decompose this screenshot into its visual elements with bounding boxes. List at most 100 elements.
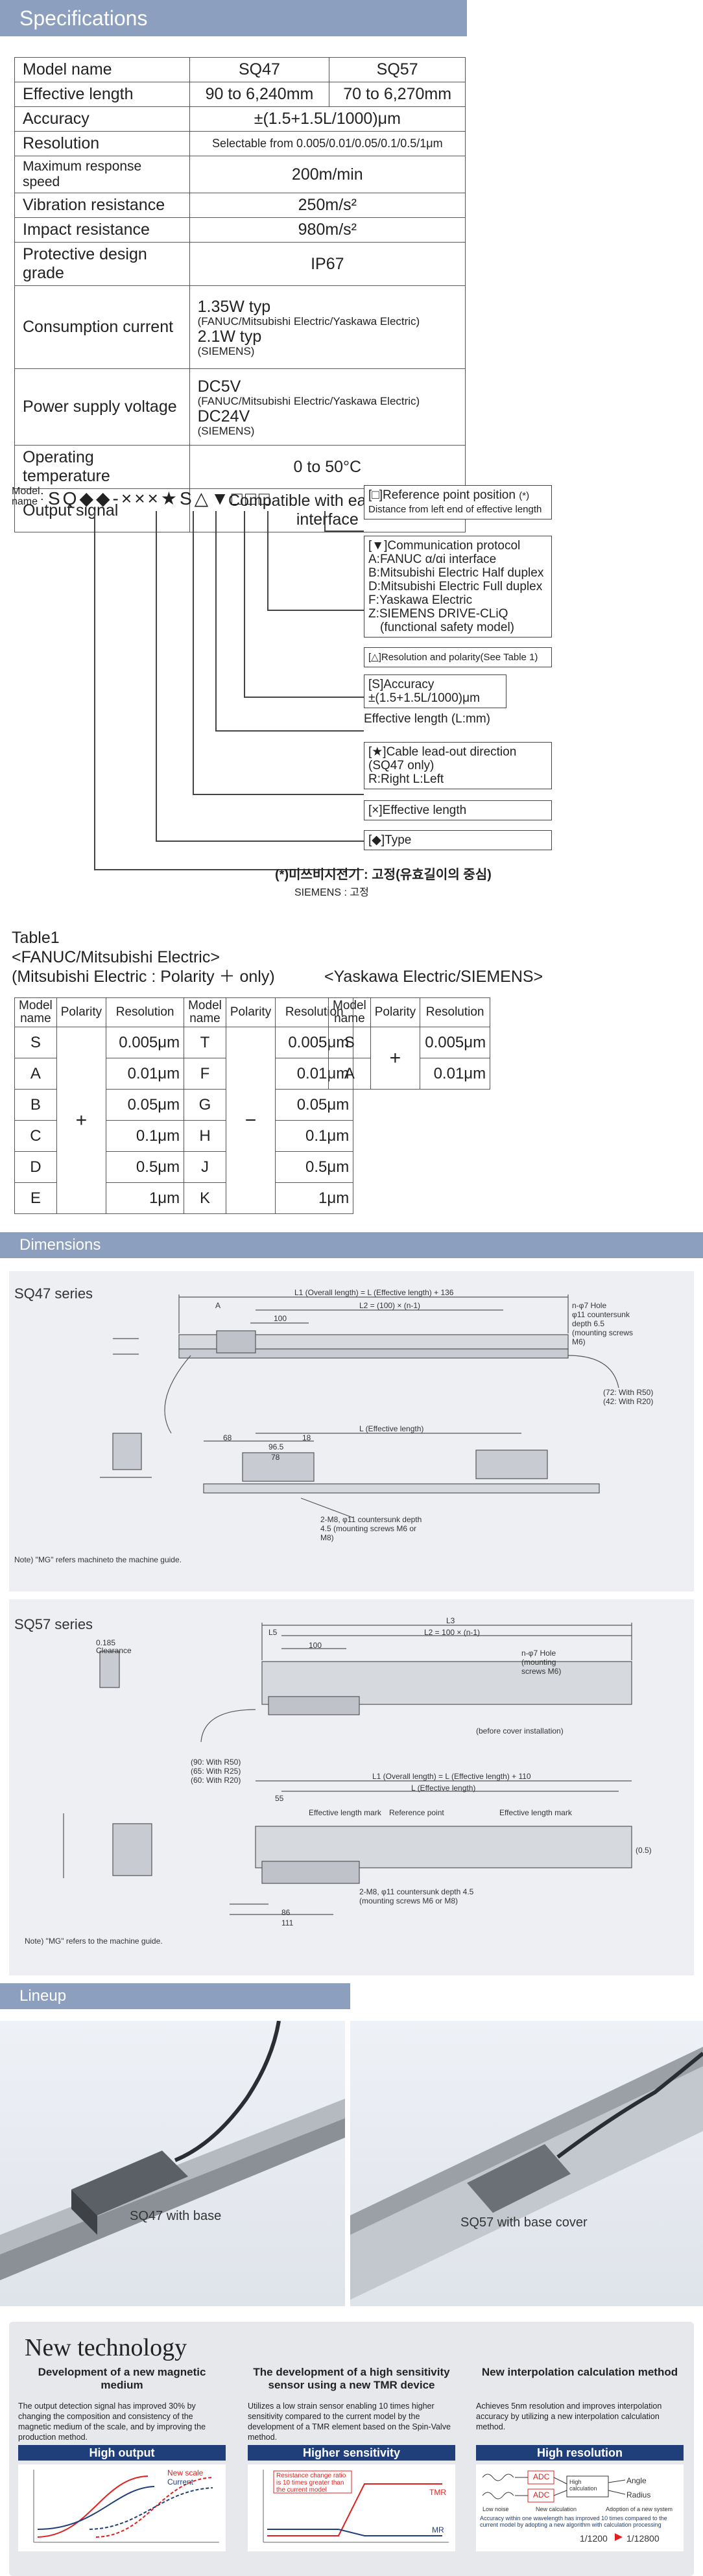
sensitivity-graph-art (263, 2470, 449, 2543)
dim-text: L2 = 100 × (n-1) (424, 1628, 481, 1637)
dim-text: (mounting (521, 1658, 556, 1667)
protocol-item: A:FANUC α/αi interface (368, 553, 497, 566)
table1-subtitle: (Mitsubishi Electric : Polarity ＋ only) (12, 968, 275, 986)
dim-text: L (Effective length) (411, 1783, 476, 1793)
sq47-photo: SQ47 with base (0, 2021, 345, 2306)
table-row: Accuracy±(1.5+1.5L/1000)μm (14, 106, 466, 132)
output-graph: New scale Current (18, 2464, 226, 2551)
tech-text: Achieves 5nm resolution and improves int… (476, 2402, 662, 2431)
table-cell: A (328, 1058, 371, 1090)
adoption-label: Adoption of a new system (606, 2506, 673, 2512)
korean-siemens-note: SIEMENS : 고정 (294, 887, 369, 898)
effective-length-label: [×]Effective length (368, 804, 467, 817)
polarity-minus: − (225, 1027, 276, 1214)
spec-value: Selectable from 0.005/0.01/0.05/0.1/0.5/… (189, 131, 466, 156)
sq57-caption: SQ57 with base cover (460, 2215, 588, 2230)
low-noise-label: Low noise (483, 2506, 509, 2512)
tech-bar: Higher sensitivity (248, 2445, 455, 2461)
reference-point-title: [□]Reference point position (368, 488, 516, 502)
accuracy-box: [S]Accuracy±(1.5+1.5L/1000)μm (364, 674, 506, 708)
dim-text: 96.5 (268, 1442, 284, 1451)
dim-text: L3 (446, 1616, 455, 1625)
spec-label: Maximum response speed (14, 156, 190, 193)
sq47-drawing: SQ47 series L1 (Overall length) = L (Eff… (9, 1271, 694, 1592)
table-row: S+0.005μm (328, 1027, 491, 1090)
table-cell: 0.5μm (106, 1151, 185, 1183)
legend-new: New scale (167, 2468, 204, 2477)
table-cell: 0.05μm (106, 1089, 185, 1121)
dim-text: Effective length mark (309, 1808, 381, 1817)
consumption-siemens: 2.1W typ (197, 327, 262, 346)
dim-text: n-φ7 Hole (521, 1649, 556, 1658)
accuracy-title: [S]Accuracy (368, 678, 435, 691)
tech-title: Development of a new magnetic medium (38, 2366, 206, 2391)
interpolation-diagram: ADC ADC High calculation Angle Radius Lo… (476, 2464, 684, 2551)
dim-text: (72: With R50) (603, 1388, 654, 1397)
angle-label: Angle (626, 2476, 647, 2485)
table-cell: J (184, 1151, 226, 1183)
tech-column-sensor: The development of a high sensitivity se… (248, 2366, 455, 2551)
dim-text: (0.5) (636, 1846, 652, 1855)
column-header: Model name (184, 997, 226, 1027)
dim-text: n-φ7 Hole (572, 1301, 607, 1310)
spec-label: Impact resistance (14, 217, 190, 243)
power-fanuc: DC5V (197, 377, 241, 396)
table-cell: 1μm (106, 1182, 185, 1214)
table-cell: 0.5μm (275, 1151, 354, 1183)
table-cell: C (14, 1120, 57, 1152)
spec-value: 70 to 6,270mm (329, 82, 466, 107)
dim-text: 2-M8, φ11 countersunk depth 4.5 (mountin… (359, 1887, 474, 1905)
spec-value: 1.35W typ(FANUC/Mitsubishi Electric/Yask… (189, 285, 466, 369)
type-label: [◆]Type (368, 833, 412, 847)
model-label: name (12, 496, 38, 507)
table-cell: B (14, 1089, 57, 1121)
tech-bar: High output (18, 2445, 226, 2461)
adc-label: ADC (533, 2472, 550, 2481)
dim-text: 68 (223, 1433, 232, 1442)
consumption-note: (FANUC/Mitsubishi Electric/Yaskawa Elect… (197, 315, 420, 328)
dim-text: (before cover installation) (476, 1726, 564, 1735)
protocol-title: [▼]Communication protocol (368, 539, 521, 553)
table-cell: 0.005μm (420, 1027, 491, 1058)
section-header-specifications: Specifications (0, 0, 467, 36)
dim-text: Clearance (96, 1646, 132, 1655)
dim-text: (65: With R25) (191, 1767, 241, 1776)
table-cell: H (184, 1120, 226, 1152)
column-header: Model name (328, 997, 371, 1027)
table-cell: S (14, 1027, 57, 1058)
dim-text: 2-M8, φ11 countersunk depth 4.5 (mountin… (320, 1515, 422, 1542)
dim-text: Reference point (389, 1808, 444, 1817)
spec-label: Operating temperature (14, 445, 190, 489)
legend-current: Current (167, 2477, 194, 2487)
spec-value: 250m/s² (189, 193, 466, 218)
sq57-photo-art (350, 2047, 703, 2300)
sq47-caption: SQ47 with base (130, 2209, 222, 2223)
section-header-dimensions: Dimensions (0, 1232, 703, 1258)
dim-text: (42: With R20) (603, 1397, 654, 1406)
resolution-polarity-label: [△]Resolution and polarity(See Table 1) (368, 652, 538, 663)
table-cell: E (14, 1182, 57, 1214)
adc-label: ADC (533, 2490, 550, 2499)
dim-text: depth 6.5 (572, 1319, 605, 1328)
table-cell: T (184, 1027, 226, 1058)
protocol-item: Z:SIEMENS DRIVE-CLiQ (368, 607, 508, 621)
dim-text: L2 = (100) × (n-1) (359, 1301, 421, 1310)
section-header-lineup: Lineup (0, 1983, 350, 2009)
dim-text: (mounting screws (572, 1328, 634, 1337)
protocol-item: B:Mitsubishi Electric Half duplex (368, 566, 544, 580)
dim-text: A (215, 1301, 221, 1310)
table-cell: 0.05μm (275, 1089, 354, 1121)
dim-text: 18 (302, 1433, 311, 1442)
sensitivity-callout: Resistance change ratio is 10 times grea… (276, 2472, 346, 2494)
model-label: Model (12, 486, 40, 497)
spec-value: SQ57 (329, 57, 466, 82)
